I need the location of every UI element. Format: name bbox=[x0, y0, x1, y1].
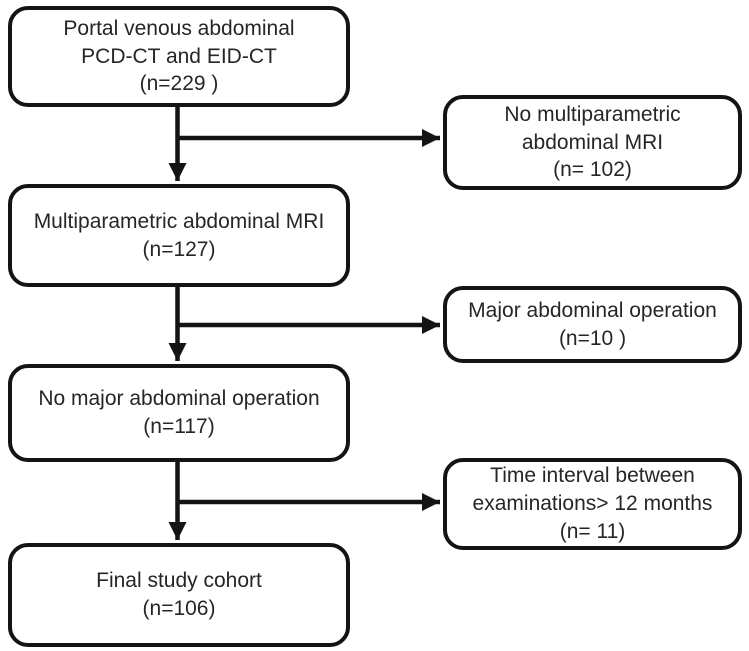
box-no-major-operation: No major abdominal operation (n=117) bbox=[8, 364, 350, 462]
box-text-line: Portal venous abdominal bbox=[63, 16, 295, 40]
box-count-line: (n= 102) bbox=[553, 158, 632, 182]
box-count-line: (n= 11) bbox=[559, 519, 626, 543]
box-multiparametric-mri: Multiparametric abdominal MRI (n=127) bbox=[8, 184, 350, 287]
box-excluded-no-multiparametric-mri: No multiparametric abdominal MRI (n= 102… bbox=[443, 95, 742, 190]
box-count-line: (n=117) bbox=[143, 415, 215, 438]
box-final-study-cohort: Final study cohort (n=106) bbox=[8, 543, 350, 647]
box-excluded-time-interval: Time interval between examinations> 12 m… bbox=[443, 458, 742, 550]
box-text-line: Final study cohort bbox=[96, 569, 262, 593]
box-text-line: Time interval between bbox=[490, 464, 695, 488]
box-text-line: Multiparametric abdominal MRI bbox=[33, 209, 325, 233]
box-text-line: No multiparametric bbox=[504, 102, 681, 126]
box-text-line: Major abdominal operation bbox=[468, 298, 717, 322]
box-excluded-major-operation: Major abdominal operation (n=10 ) bbox=[443, 286, 742, 363]
box-text-line: abdominal MRI bbox=[521, 130, 664, 154]
box-text-line: examinations> 12 months bbox=[472, 492, 713, 516]
box-count-line: (n=229 ) bbox=[139, 72, 219, 96]
box-count-line: (n=127) bbox=[142, 237, 216, 261]
box-text-line: PCD-CT and EID-CT bbox=[81, 44, 277, 68]
box-text-line: No major abdominal operation bbox=[38, 387, 320, 411]
box-count-line: (n=106) bbox=[142, 597, 216, 620]
box-count-line: (n=10 ) bbox=[558, 326, 627, 350]
box-portal-venous-ct: Portal venous abdominal PCD-CT and EID-C… bbox=[8, 6, 350, 107]
